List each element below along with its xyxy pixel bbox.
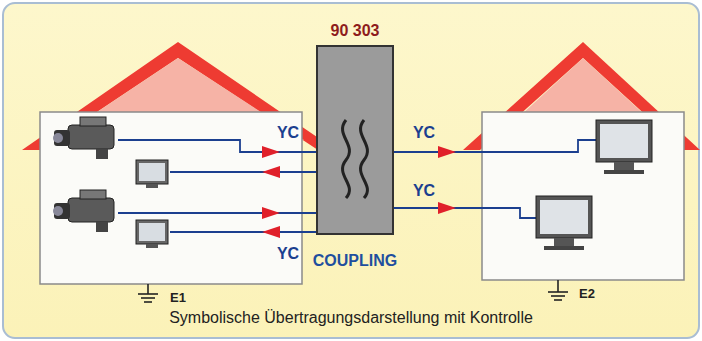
ground-name: E1 [170,290,186,305]
monitor [596,120,652,174]
caption: Symbolische Übertragungsdarstellung mit … [169,309,533,327]
monitor [536,196,592,250]
right-house [463,42,700,280]
coupling-body [316,45,394,235]
direction-arrows [262,146,456,238]
signal-wires [118,140,596,232]
left-house [22,42,336,284]
ground-symbol [548,280,568,300]
monitor [136,220,168,248]
signal-name: YC [413,124,435,142]
ground-name: E2 [579,286,595,301]
video-camera [53,117,114,159]
signal-name: YC [413,182,435,200]
video-camera [53,190,114,232]
coupling-symbol [343,120,368,198]
signal-name: YC [277,124,299,142]
monitor [136,160,168,188]
signal-name: YC [277,245,299,263]
part-name: COUPLING [313,252,397,270]
ground-symbol [138,284,158,302]
part-number: 90 303 [331,22,380,40]
coupling-box: 90 303COUPLING [316,45,394,235]
panel [3,3,699,338]
